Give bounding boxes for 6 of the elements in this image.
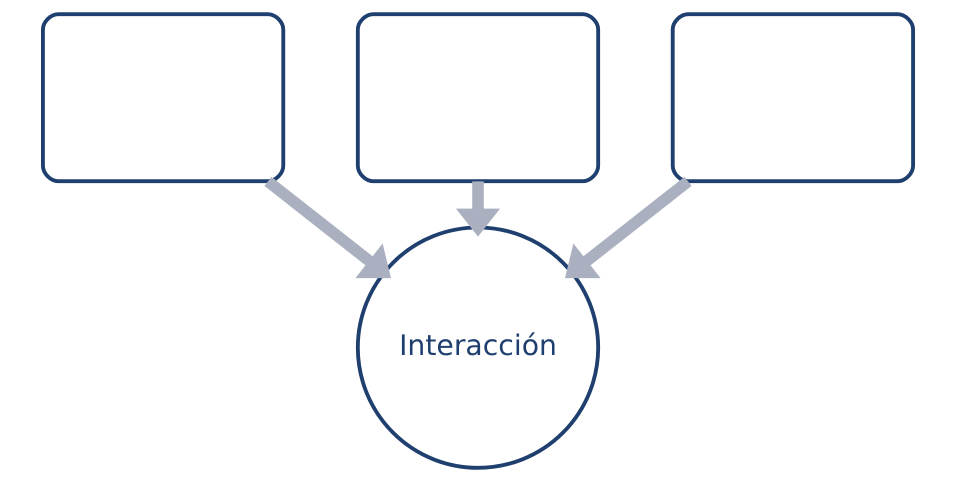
node-box bbox=[41, 12, 286, 183]
arrow bbox=[564, 176, 692, 278]
node-box bbox=[670, 12, 915, 183]
arrow bbox=[456, 180, 500, 236]
arrow bbox=[264, 176, 392, 278]
node-box bbox=[356, 12, 600, 183]
